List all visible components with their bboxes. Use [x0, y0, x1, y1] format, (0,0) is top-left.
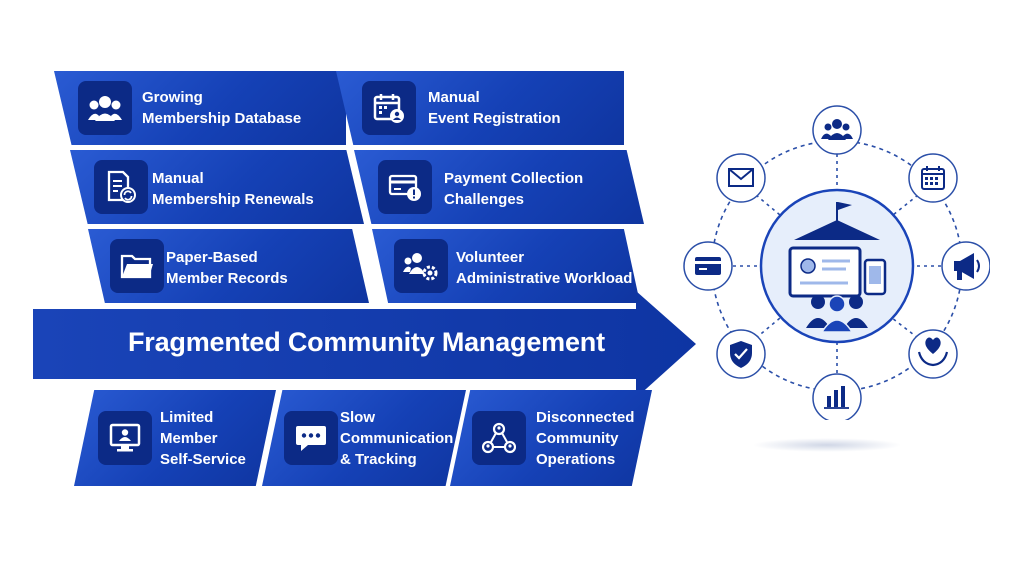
- tile-line: Disconnected: [536, 409, 635, 426]
- document-refresh-icon: [94, 160, 148, 214]
- calendar-user-icon: [362, 81, 416, 135]
- challenge-limited-member-self-service: Limited Member Self-Service: [74, 390, 276, 486]
- tile-line: Self-Service: [160, 451, 246, 468]
- megaphone-icon: [941, 241, 990, 291]
- tile-line: Manual: [428, 89, 480, 106]
- hub-shadow: [752, 438, 902, 452]
- group-icon: [812, 105, 862, 155]
- banner-title: Fragmented Community Management: [128, 327, 605, 357]
- calendar-icon: [908, 153, 958, 203]
- tile-line: Manual: [152, 170, 204, 187]
- members-group-icon: [78, 81, 132, 135]
- tile-line: Member: [160, 430, 218, 447]
- challenge-manual-membership-renewals: Manual Membership Renewals: [70, 150, 364, 224]
- challenge-payment-collection: Payment Collection Challenges: [354, 150, 644, 224]
- tile-line: Member Records: [166, 270, 288, 287]
- tile-line: Growing: [142, 89, 203, 106]
- tile-line: Event Registration: [428, 110, 561, 127]
- tile-line: Payment Collection: [444, 170, 584, 187]
- tile-line: Paper-Based: [166, 249, 258, 266]
- community-hub-diagram: [683, 105, 990, 420]
- card-alert-icon: [378, 160, 432, 214]
- tile-line: Volunteer: [456, 249, 525, 266]
- challenge-growing-membership-database: Growing Membership Database: [54, 71, 346, 145]
- challenge-slow-communication-tracking: Slow Communication & Tracking: [262, 390, 466, 486]
- heart-hand-icon: [908, 329, 958, 379]
- people-gear-icon: [394, 239, 448, 293]
- tile-line: & Tracking: [340, 451, 417, 468]
- center-illustration: [788, 202, 887, 333]
- challenge-manual-event-registration: Manual Event Registration: [336, 71, 624, 145]
- network-nodes-icon: [472, 411, 526, 465]
- envelope-icon: [716, 153, 766, 203]
- folder-icon: [110, 239, 164, 293]
- bar-chart-icon: [812, 373, 862, 420]
- tile-line: Communication: [340, 430, 454, 447]
- challenge-volunteer-administrative-workload: Volunteer Administrative Workload: [372, 229, 640, 303]
- tile-line: Membership Database: [142, 110, 302, 127]
- credit-card-icon: [683, 241, 733, 291]
- chat-bubble-icon: [284, 411, 338, 465]
- tile-line: Limited: [160, 409, 214, 426]
- tile-line: Community: [536, 430, 619, 447]
- shield-check-icon: [716, 329, 766, 379]
- tile-line: Slow: [340, 409, 376, 426]
- challenge-disconnected-community-operations: Disconnected Community Operations: [450, 390, 652, 486]
- challenge-paper-based-member-records: Paper-Based Member Records: [88, 229, 369, 303]
- tile-line: Membership Renewals: [152, 191, 314, 208]
- tile-line: Operations: [536, 451, 616, 468]
- tile-line: Administrative Workload: [456, 270, 633, 287]
- tile-line: Challenges: [444, 191, 525, 208]
- monitor-user-icon: [98, 411, 152, 465]
